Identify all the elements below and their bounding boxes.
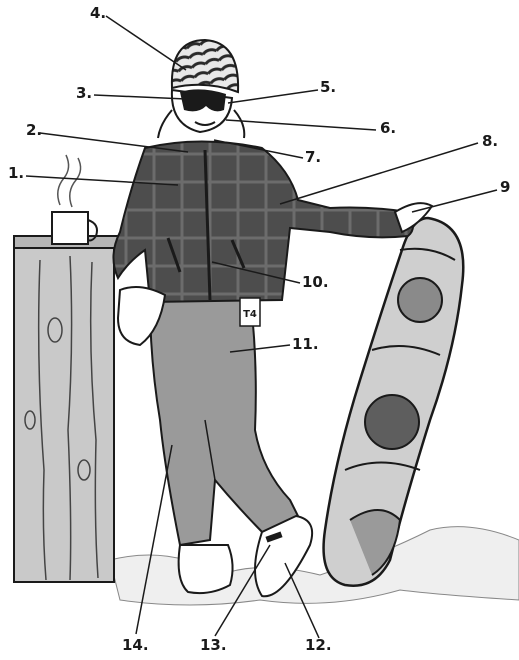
label-14: 14. — [122, 638, 149, 653]
label-10: 10. — [302, 275, 329, 290]
wooden-post — [14, 236, 118, 582]
snow-ground — [110, 527, 519, 605]
label-7: 7. — [305, 150, 321, 165]
label-8: 8. — [482, 134, 498, 149]
label-2: 2. — [26, 123, 42, 138]
leader-9 — [412, 190, 497, 212]
label-1: 1. — [8, 166, 24, 181]
leader-2 — [40, 133, 188, 152]
label-9: 9 — [500, 180, 510, 195]
label-5: 5. — [320, 80, 336, 95]
label-6: 6. — [380, 121, 396, 136]
label-12: 12. — [305, 638, 332, 653]
label-4: 4. — [90, 6, 106, 21]
label-13: 13. — [200, 638, 227, 653]
leader-14 — [136, 445, 172, 634]
leader-6 — [226, 120, 376, 130]
label-11: 11. — [292, 337, 319, 352]
coffee-mug — [52, 155, 97, 244]
label-3: 3. — [76, 86, 92, 101]
head — [158, 40, 244, 138]
snow-pants — [150, 295, 300, 545]
leader-5 — [228, 90, 318, 103]
patch-text: T4 — [243, 309, 257, 320]
leader-4 — [106, 16, 186, 70]
